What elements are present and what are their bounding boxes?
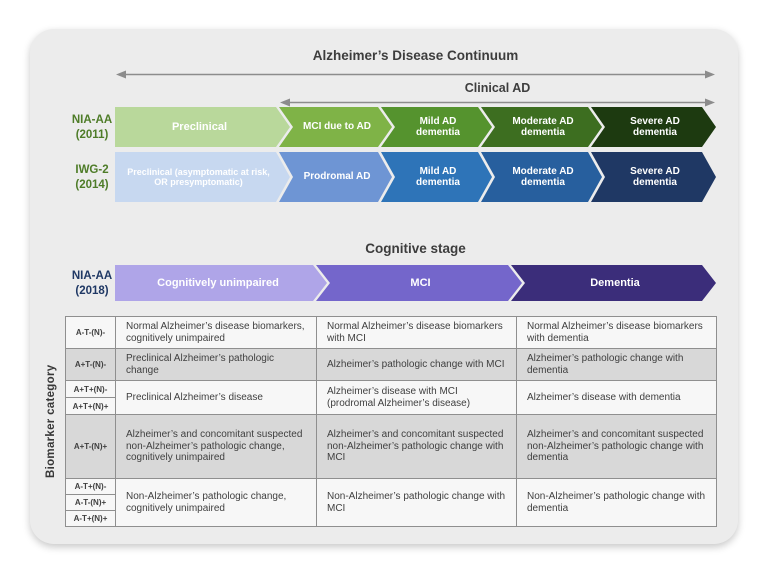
- table-cell: Alzheimer’s pathologic change with demen…: [516, 348, 717, 381]
- niaaa-2018-cognitive-band: Cognitively unimpaired MCI Dementia: [115, 265, 716, 301]
- cognitive-segment-unimpaired: Cognitively unimpaired: [115, 265, 327, 301]
- stage-segment-mci-due-to-ad: MCI due to AD: [279, 107, 392, 147]
- biomarker-code: A+T+(N)-: [65, 380, 116, 398]
- cognitive-segment-label: Dementia: [590, 276, 640, 289]
- stage-segment-label: MCI due to AD: [303, 121, 371, 133]
- table-cell: Alzheimer’s disease with MCI (prodromal …: [316, 380, 517, 415]
- niaaa-2011-stage-band: Preclinical MCI due to AD Mild AD dement…: [115, 107, 716, 147]
- niaaa-2011-label-line2: (2011): [75, 128, 109, 141]
- continuum-arrow: [116, 70, 715, 79]
- niaaa-2011-label-line1: NIA-AA: [71, 114, 113, 126]
- cognitive-stage-heading: Cognitive stage: [365, 241, 466, 256]
- table-cell: Alzheimer’s and concomitant suspected no…: [516, 414, 717, 479]
- table-cell: Alzheimer’s and concomitant suspected no…: [115, 414, 317, 479]
- clinical-ad-arrow: [280, 98, 715, 107]
- stage-segment-label: Preclinical: [171, 120, 228, 133]
- stage-segment-preclinical-2011: Preclinical: [115, 107, 290, 147]
- table-cell: Non-Alzheimer’s pathologic change with d…: [516, 478, 717, 527]
- table-cell: Normal Alzheimer’s disease biomarkers, c…: [115, 316, 317, 349]
- stage-segment-label: Severe AD dementia: [630, 165, 680, 188]
- stage-segment-label: Moderate AD dementia: [512, 115, 574, 138]
- cognitive-segment-label: Cognitively unimpaired: [157, 276, 279, 289]
- table-cell: Normal Alzheimer’s disease biomarkers wi…: [316, 316, 517, 349]
- stage-segment-moderate-ad-dementia-2011: Moderate AD dementia: [481, 107, 602, 147]
- biomarker-table: A-T-(N)- Normal Alzheimer’s disease biom…: [65, 316, 717, 527]
- table-cell: Alzheimer’s disease with dementia: [516, 380, 717, 415]
- stage-segment-mild-ad-dementia-2014: Mild AD dementia: [381, 152, 492, 202]
- biomarker-code: A-T+(N)+: [65, 510, 116, 527]
- table-cell: Alzheimer’s pathologic change with MCI: [316, 348, 517, 381]
- stage-segment-label: Mild AD dementia: [416, 115, 460, 138]
- biomarker-code: A-T-(N)+: [65, 494, 116, 511]
- biomarker-code: A-T-(N)-: [65, 316, 116, 349]
- biomarker-code: A+T-(N)-: [65, 348, 116, 381]
- table-row: A+T-(N)- Preclinical Alzheimer’s patholo…: [65, 348, 717, 381]
- iwg2-2014-label-line1: IWG-2: [75, 164, 109, 176]
- stage-segment-label: Severe AD dementia: [630, 115, 680, 138]
- iwg2-2014-label-line2: (2014): [75, 178, 109, 191]
- niaaa-2018-row-label: NIA-AA (2018): [62, 269, 122, 299]
- biomarker-category-label: Biomarker category: [45, 364, 57, 478]
- stage-segment-prodromal-ad: Prodromal AD: [279, 152, 392, 202]
- biomarker-code: A-T+(N)-: [65, 478, 116, 495]
- table-cell: Non-Alzheimer’s pathologic change, cogni…: [115, 478, 317, 527]
- iwg2-2014-stage-band: Preclinical (asymptomatic at risk, OR pr…: [115, 152, 716, 202]
- figure-card: Alzheimer’s Disease Continuum Clinical A…: [30, 29, 738, 544]
- stage-segment-severe-ad-dementia-2011: Severe AD dementia: [591, 107, 716, 147]
- table-cell: Preclinical Alzheimer’s disease: [115, 380, 317, 415]
- stage-segment-mild-ad-dementia-2011: Mild AD dementia: [381, 107, 492, 147]
- table-row: A-T+(N)- Non-Alzheimer’s pathologic chan…: [65, 478, 717, 527]
- iwg2-2014-row-label: IWG-2 (2014): [62, 163, 122, 193]
- table-row: A-T-(N)- Normal Alzheimer’s disease biom…: [65, 316, 717, 349]
- niaaa-2018-label-line2: (2018): [75, 284, 109, 297]
- cognitive-segment-label: MCI: [410, 276, 431, 289]
- table-cell: Non-Alzheimer’s pathologic change with M…: [316, 478, 517, 527]
- stage-segment-label: Prodromal AD: [303, 171, 371, 183]
- table-cell: Alzheimer’s and concomitant suspected no…: [316, 414, 517, 479]
- stage-segment-preclinical-2014: Preclinical (asymptomatic at risk, OR pr…: [115, 152, 290, 202]
- cognitive-segment-dementia: Dementia: [511, 265, 716, 301]
- niaaa-2011-row-label: NIA-AA (2011): [62, 113, 122, 143]
- niaaa-2018-label-line1: NIA-AA: [71, 270, 113, 282]
- stage-segment-label: Mild AD dementia: [416, 165, 460, 188]
- biomarker-code: A+T+(N)+: [65, 397, 116, 415]
- stage-segment-moderate-ad-dementia-2014: Moderate AD dementia: [481, 152, 602, 202]
- table-cell: Normal Alzheimer’s disease biomarkers wi…: [516, 316, 717, 349]
- table-cell: Preclinical Alzheimer’s pathologic chang…: [115, 348, 317, 381]
- figure-title: Alzheimer’s Disease Continuum: [312, 48, 519, 63]
- clinical-ad-label: Clinical AD: [464, 81, 531, 95]
- stage-segment-label: Moderate AD dementia: [512, 165, 574, 188]
- cognitive-segment-mci: MCI: [316, 265, 522, 301]
- table-row: A+T+(N)- Preclinical Alzheimer’s disease…: [65, 380, 717, 415]
- table-row: A+T-(N)+ Alzheimer’s and concomitant sus…: [65, 414, 717, 479]
- biomarker-code: A+T-(N)+: [65, 414, 116, 479]
- stage-segment-label: Preclinical (asymptomatic at risk, OR pr…: [127, 166, 270, 187]
- stage-segment-severe-ad-dementia-2014: Severe AD dementia: [591, 152, 716, 202]
